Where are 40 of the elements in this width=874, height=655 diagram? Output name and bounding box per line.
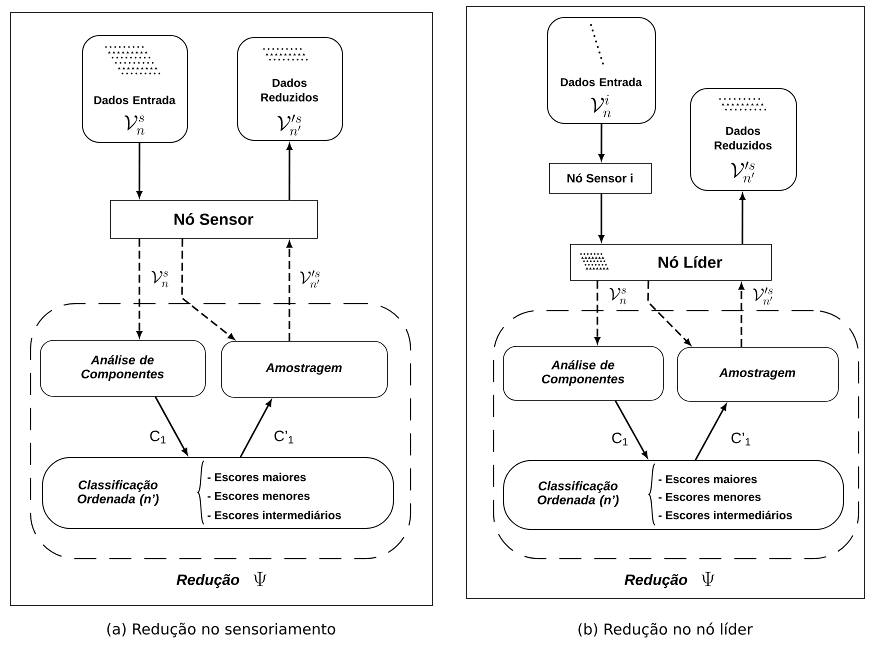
arrow: [738, 283, 744, 347]
classification-box: Classificação Ordenada (n’) - Escores maiores - Escores menores - Escores intermediários: [503, 460, 844, 530]
arrow: [286, 143, 292, 200]
process-box: Análise de Componentes: [503, 346, 664, 401]
arrow: [136, 238, 142, 338]
arrow: [286, 241, 292, 341]
edge-label: $\mathcal{V}^{\prime s}_{n'}$: [298, 269, 322, 289]
node-label: (a) Redução no sensoriamento: [107, 622, 336, 638]
process-box: Amostragem: [677, 347, 839, 402]
edge-label: C’$_{1}$: [272, 430, 296, 444]
edge-label: C$_{1}$: [610, 432, 630, 446]
node-label: $\Psi$: [702, 572, 715, 586]
node-label: $\Psi$: [254, 572, 266, 586]
arrow: [594, 280, 600, 344]
data-box: Dados Reduzidos $\mathcal{V}^{\prime s}_{n'}$: [690, 88, 798, 191]
arrow: [614, 400, 648, 458]
sensor-node-box: Nó Sensor: [110, 200, 318, 239]
arrow: [136, 143, 142, 198]
edge-label: C$_{1}$: [148, 430, 168, 444]
arrow: [154, 396, 188, 455]
sensor-node-box: Nó Sensor i: [549, 163, 652, 194]
arrow: [181, 238, 235, 340]
classification-box: Classificação Ordenada (n’) - Escores maiores - Escores menores - Escores intermediários: [42, 457, 394, 529]
arrow: [598, 124, 604, 161]
node-label: Redução: [176, 574, 240, 588]
process-box: Amostragem: [221, 341, 388, 398]
leader-node-box: Nó Líder: [570, 244, 772, 281]
arrow: [694, 404, 727, 460]
arrow: [598, 194, 604, 242]
arrow: [740, 193, 746, 244]
edge-label: C’$_{1}$: [730, 432, 752, 446]
node-label: (b) Redução no nó líder: [578, 622, 753, 638]
data-box: Dados Entrada $\mathcal{V}^{s}_{n}$: [82, 35, 188, 143]
data-box: Dados Entrada $\mathcal{V}^{i}_{n}$: [547, 17, 656, 124]
arrow: [240, 400, 272, 458]
process-box: Análise de Componentes: [40, 340, 206, 397]
arrow: [647, 280, 691, 346]
data-box: Dados Reduzidos $\mathcal{V}^{\prime s}_{n'}$: [237, 37, 343, 141]
node-label: Redução: [624, 574, 688, 588]
edge-label: $\mathcal{V}^{\prime s}_{n'}$: [751, 286, 775, 306]
